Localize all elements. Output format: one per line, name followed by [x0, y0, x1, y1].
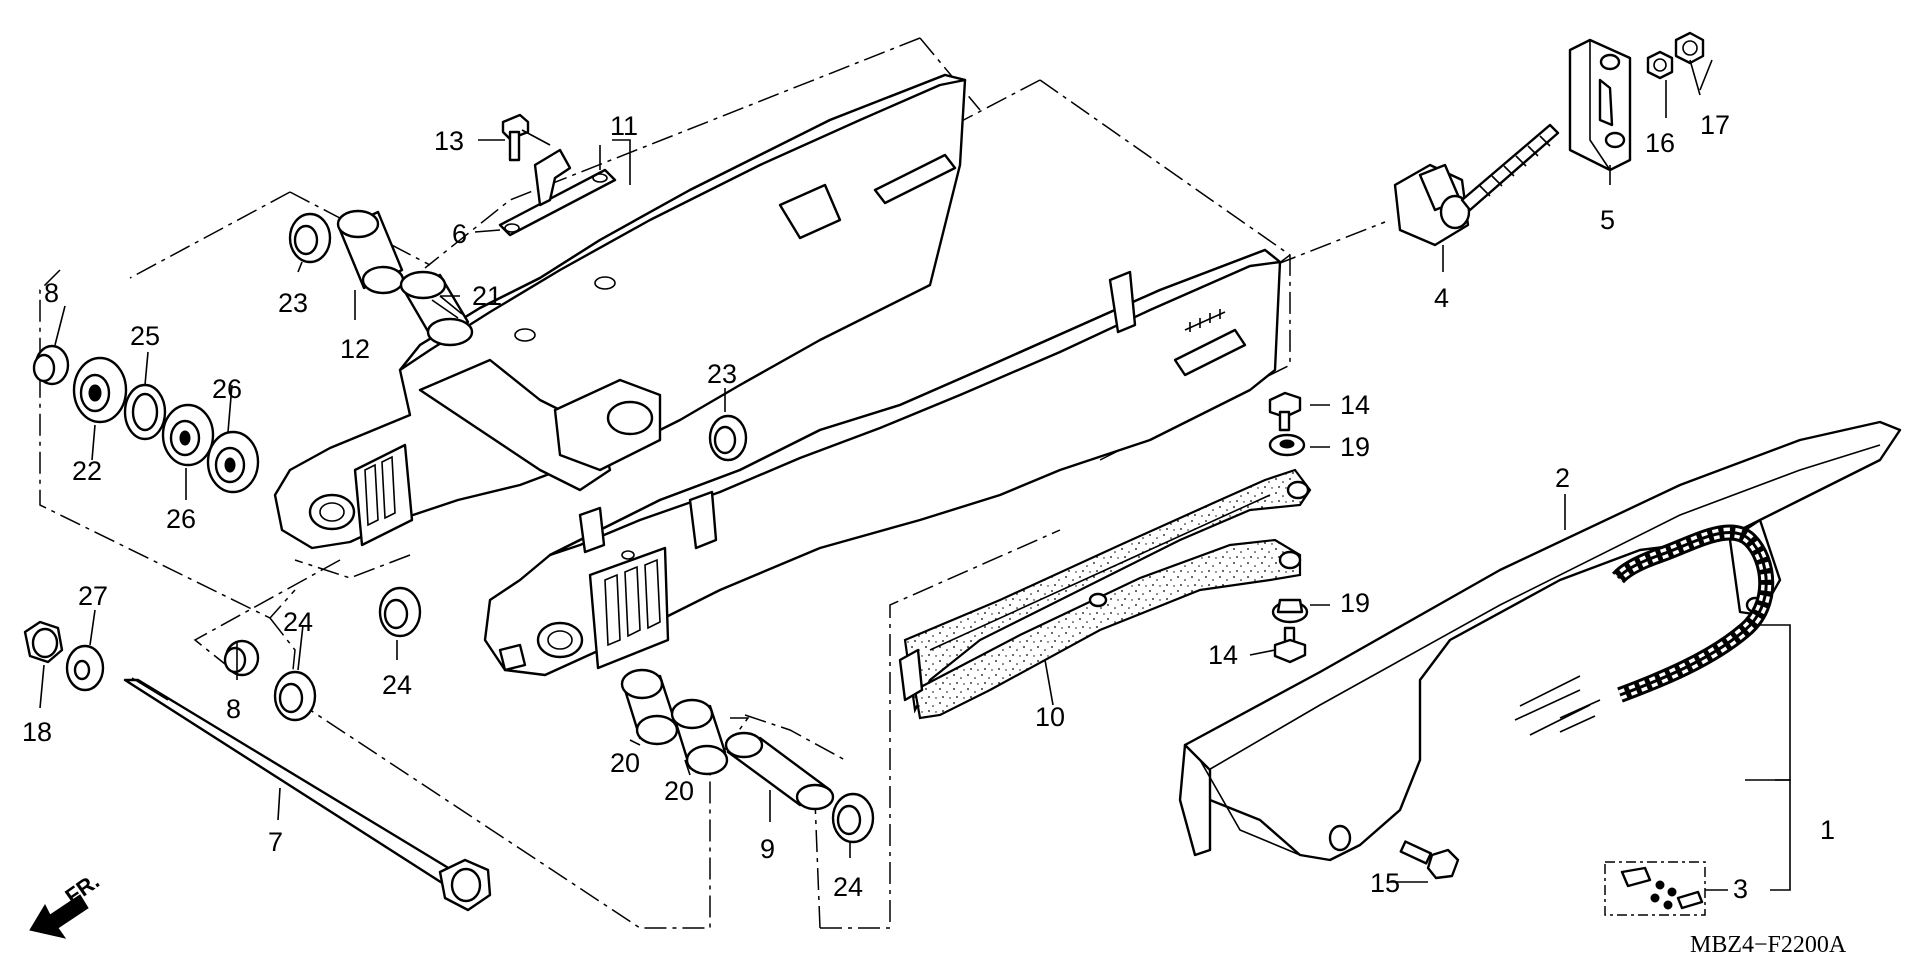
callout-21: 21	[472, 281, 502, 311]
chain-adjuster-part-4	[1393, 123, 1560, 247]
seal-part-24-right	[831, 792, 875, 844]
collar-part-9	[724, 731, 835, 811]
seal-part-24-left	[378, 586, 422, 638]
callout-14-bottom: 14	[1208, 640, 1238, 670]
callout-8-bottom: 8	[226, 694, 241, 724]
callout-24-top: 24	[283, 607, 313, 637]
nut-part-18	[23, 620, 64, 664]
callout-27: 27	[78, 581, 108, 611]
callout-26-bottom: 26	[166, 504, 196, 534]
callout-23-middle: 23	[707, 359, 737, 389]
callout-23-top: 23	[278, 288, 308, 318]
bolt-part-15	[1399, 840, 1460, 880]
callout-4: 4	[1434, 283, 1449, 313]
drive-chain-part-1	[1559, 524, 1775, 733]
collar-part-8-top	[32, 344, 70, 386]
callout-1: 1	[1820, 815, 1835, 845]
washer-part-27	[65, 644, 105, 692]
seal-part-23-middle	[708, 414, 748, 462]
callout-13: 13	[434, 126, 464, 156]
callout-24-left: 24	[382, 670, 412, 700]
callout-8-top: 8	[44, 278, 59, 308]
callout-3: 3	[1733, 874, 1748, 904]
callout-numbers: 1 2 3 4 5 6 7 8 8 9 10 11 12 13 14 14 15…	[22, 110, 1835, 904]
bolt-part-14-bottom	[1273, 626, 1307, 664]
nut-part-16	[1646, 50, 1674, 80]
chain-slider-part-10	[898, 468, 1312, 720]
front-arrow-label: FR.	[61, 868, 104, 909]
diagram-code: MBZ4−F2200A	[1690, 932, 1847, 958]
callout-12: 12	[340, 334, 370, 364]
swingarm-body	[273, 73, 1282, 677]
bolt-part-13	[501, 113, 530, 162]
bracket-part-6-11	[498, 148, 617, 237]
bearing-part-20-right	[670, 698, 729, 776]
collar-part-12	[336, 209, 405, 295]
callout-6: 6	[452, 219, 467, 249]
callout-9: 9	[760, 834, 775, 864]
callout-20-left: 20	[610, 748, 640, 778]
bearing-part-26-left	[161, 403, 215, 467]
callout-26-top: 26	[212, 374, 242, 404]
circlip-part-25	[123, 383, 167, 441]
bearing-part-22	[72, 356, 128, 424]
callout-25: 25	[130, 321, 160, 351]
callout-22: 22	[72, 456, 102, 486]
callout-10: 10	[1035, 702, 1065, 732]
master-link-part-3	[1604, 861, 1706, 916]
callout-2: 2	[1555, 463, 1570, 493]
callout-20-right: 20	[664, 776, 694, 806]
seal-part-24-bottom	[273, 670, 317, 722]
washer-part-19-top	[1268, 433, 1306, 457]
callout-18: 18	[22, 717, 52, 747]
washer-part-19-bottom	[1271, 598, 1309, 624]
callout-16: 16	[1645, 128, 1675, 158]
callout-17: 17	[1700, 110, 1730, 140]
front-direction-arrow: FR.	[29, 868, 104, 939]
callout-24-right: 24	[833, 872, 863, 902]
collar-part-8-bottom	[223, 639, 260, 677]
callout-19-top: 19	[1340, 432, 1370, 462]
callout-15: 15	[1370, 868, 1400, 898]
callout-11: 11	[610, 111, 638, 141]
callout-7: 7	[268, 827, 283, 857]
seal-part-23-top	[288, 212, 332, 264]
leader-lines	[39, 59, 1791, 891]
callout-5: 5	[1600, 205, 1615, 235]
adjuster-plate-part-5	[1568, 38, 1632, 172]
nut-part-17	[1674, 31, 1705, 65]
bearing-part-26-right	[206, 430, 260, 494]
bearing-part-21	[399, 270, 474, 347]
pivot-bolt-part-7	[123, 677, 492, 912]
callout-19-bottom: 19	[1340, 588, 1370, 618]
callout-14-top: 14	[1340, 390, 1370, 420]
bearing-part-20-left	[620, 668, 679, 746]
bolt-part-14-top	[1268, 391, 1302, 432]
